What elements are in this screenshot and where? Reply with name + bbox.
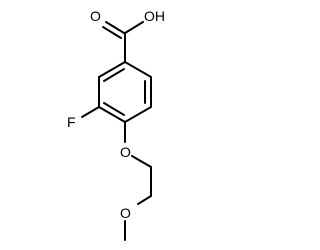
- bond-carbonyl-2: [102, 26, 122, 39]
- benzene-ring: [98, 61, 152, 123]
- atom-f: F: [67, 114, 76, 130]
- bond-ring-top-right: [124, 61, 152, 78]
- methoxyethoxy-chain: O O: [120, 121, 152, 241]
- bond-ch2-o: [137, 195, 152, 205]
- bond-o-ch2: [131, 155, 152, 168]
- bond-carbonyl-1: [105, 21, 125, 34]
- bond-c-oh: [124, 21, 144, 34]
- bond-ring-top-left-inner: [103, 68, 125, 82]
- molecule-diagram: O OH F O O: [67, 8, 165, 241]
- bond-ring-bottom-right: [124, 106, 152, 123]
- bond-ring-bottom-left-inner: [103, 102, 125, 116]
- atom-o-carbonyl: O: [90, 8, 101, 24]
- bond-ring-bottom-left: [98, 106, 126, 123]
- atom-oh: OH: [144, 8, 165, 24]
- atom-o-ether: O: [120, 144, 131, 160]
- bond-c-f: [81, 106, 100, 118]
- bond-ring-top-left: [98, 61, 126, 78]
- fluoro-group: F: [67, 106, 100, 130]
- atom-o-methoxy: O: [120, 205, 131, 221]
- carboxyl-group: O OH: [90, 8, 165, 63]
